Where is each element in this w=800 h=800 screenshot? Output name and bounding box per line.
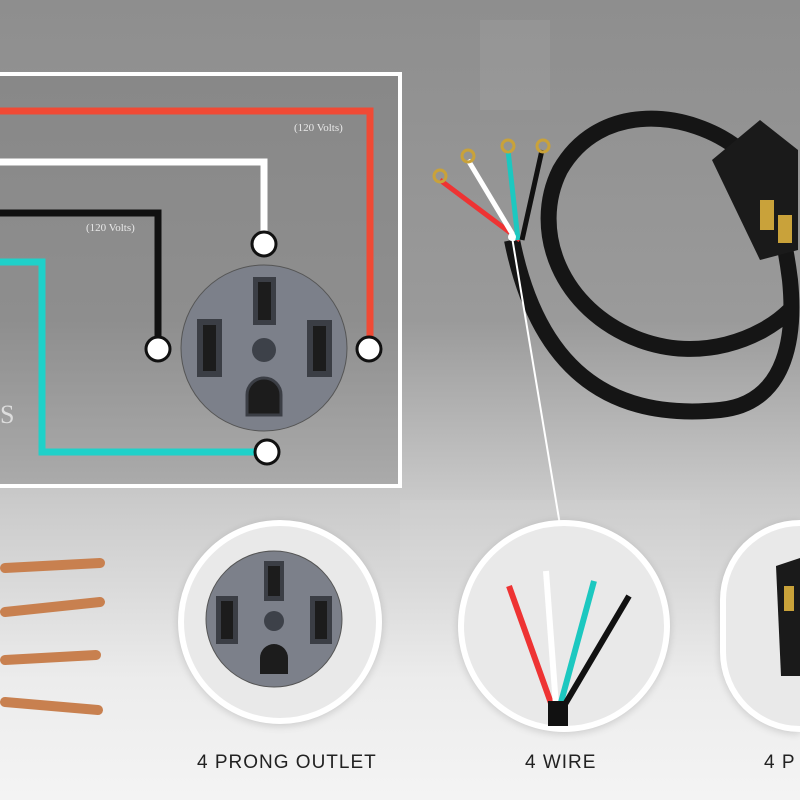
terminal-right — [355, 335, 383, 363]
caption-wire: 4 WIRE — [525, 752, 597, 773]
wiring-diagram-panel — [0, 72, 402, 488]
voltage-label-black: (120 Volts) — [86, 222, 135, 234]
red-wire — [0, 107, 374, 348]
background-cabinet — [480, 20, 550, 110]
copper-wires-image — [0, 558, 105, 715]
outlet-diagram — [180, 264, 348, 432]
callout-line — [511, 236, 561, 526]
terminal-bottom — [253, 438, 281, 466]
caption-plug: 4 P — [764, 752, 796, 773]
white-wire — [0, 158, 268, 243]
black-wire — [0, 209, 162, 348]
terminal-top — [250, 230, 278, 258]
power-cord-image — [432, 110, 800, 526]
outlet-bubble — [178, 520, 382, 724]
caption-outlet: 4 PRONG OUTLET — [197, 752, 377, 773]
partial-label: S — [0, 400, 15, 429]
plug-bubble — [720, 520, 800, 732]
wire-bubble — [458, 520, 670, 732]
voltage-label-red: (120 Volts) — [294, 122, 343, 134]
teal-wire — [0, 258, 264, 456]
terminal-left — [144, 335, 172, 363]
